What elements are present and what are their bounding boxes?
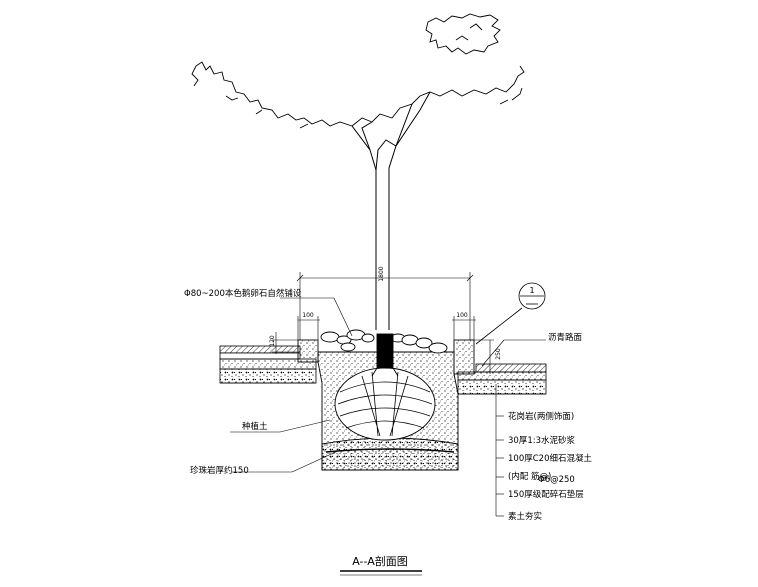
dimension-overall-value: 1800 xyxy=(378,266,385,281)
layer-note: 花岗岩(两侧饰面) xyxy=(508,411,574,422)
pavement-right xyxy=(220,363,547,395)
title-underline xyxy=(340,570,422,576)
layer-note: 素土夯实 xyxy=(508,511,542,522)
pavement-left xyxy=(219,345,317,384)
tree-trunk xyxy=(351,91,431,330)
layer-notes: 花岗岩(两侧饰面) 30厚1:3水泥砂浆 100厚C20细石混凝土 (内配 筋@… xyxy=(508,411,592,522)
dimension-height-right-value: 250 xyxy=(495,348,502,360)
pebbles xyxy=(320,329,448,354)
label-pebble-cover: Φ80~200本色鹅卵石自然铺设 xyxy=(184,288,302,299)
dimension-curb-left-value: 100 xyxy=(302,312,314,319)
section-marker-number: 1 xyxy=(529,286,534,295)
label-perlite: 珍珠岩厚约150 xyxy=(190,465,249,476)
drawing-title: A--A剖面图 xyxy=(352,554,408,568)
dimension-curb-right-value: 100 xyxy=(456,312,468,319)
dimension-height-left xyxy=(272,332,298,354)
curb-left xyxy=(297,339,319,363)
curb-right xyxy=(453,339,475,375)
label-asphalt-paving: 沥青路面 xyxy=(548,332,583,343)
section-marker xyxy=(475,282,546,345)
layer-note: 150厚级配碎石垫层 xyxy=(508,489,584,500)
label-planting-soil: 种植土 xyxy=(242,421,268,432)
dimension-curb-left xyxy=(297,316,320,340)
leader-lines xyxy=(230,297,546,517)
tree-canopy xyxy=(191,13,525,129)
dimension-height-left-value: 120 xyxy=(269,335,276,347)
dimension-overall xyxy=(296,272,474,340)
layer-note: 100厚C20细石混凝土 xyxy=(508,453,592,464)
dimension-curb-right xyxy=(452,316,476,340)
layer-note: Φ6@250 xyxy=(538,475,575,485)
layer-note: (内配 筋@) xyxy=(508,471,551,482)
layer-note: 30厚1:3水泥砂浆 xyxy=(508,435,575,446)
planting-pit xyxy=(317,329,459,471)
